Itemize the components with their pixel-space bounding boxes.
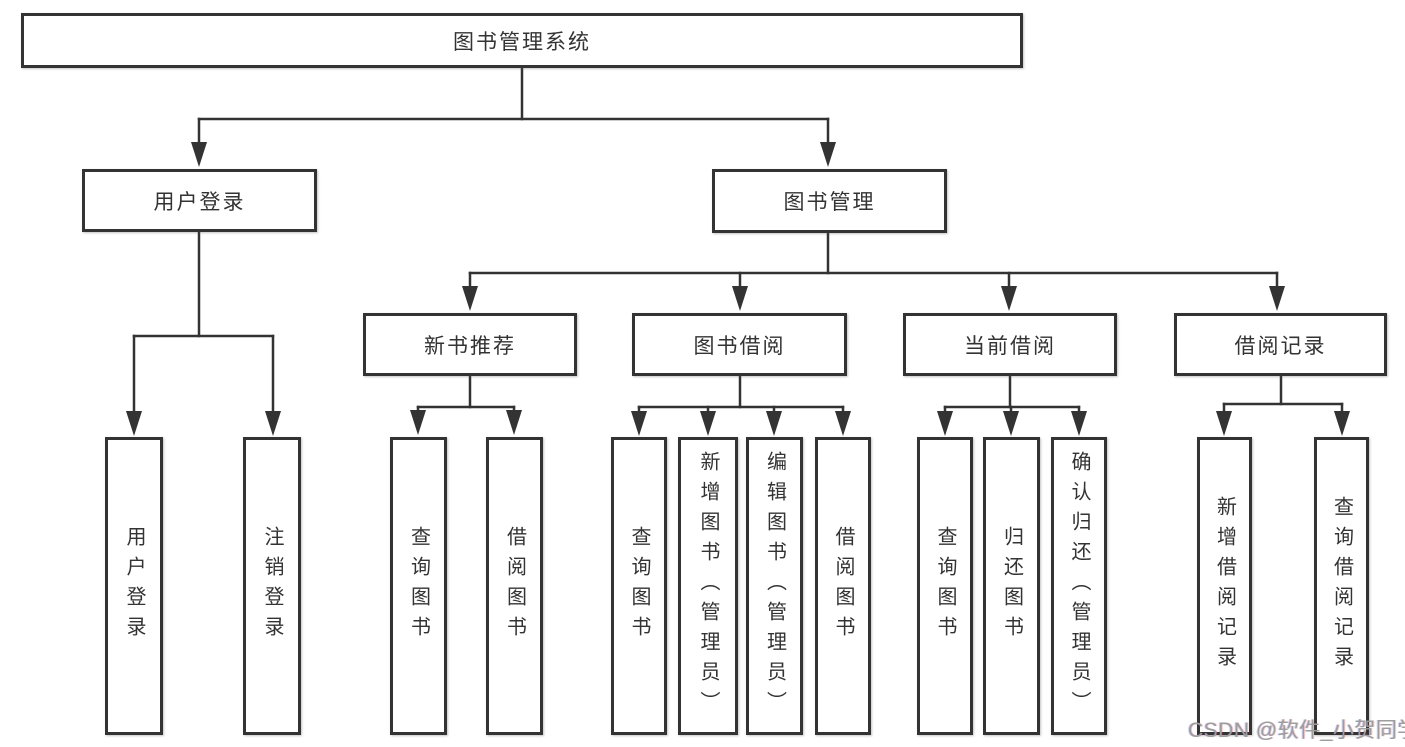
leaf-query-borrow-record-label: 查询借阅记录: [1330, 496, 1353, 676]
leaf-confirm-return-admin-label: 确认归还（管理员）: [1068, 451, 1090, 721]
leaf-query-book-2: 查询图书: [611, 437, 667, 735]
leaf-logout: 注销登录: [243, 437, 301, 735]
arrowhead: [191, 142, 207, 167]
arrowhead: [1216, 411, 1232, 436]
leaf-query-book-3: 查询图书: [917, 437, 973, 735]
leaf-edit-book-admin: 编辑图书（管理员）: [746, 437, 803, 735]
arrowhead: [1003, 411, 1019, 436]
arrowhead: [126, 411, 142, 436]
arrowhead: [700, 411, 716, 436]
arrowhead: [462, 286, 478, 311]
leaf-edit-book-admin-label: 编辑图书（管理员）: [763, 451, 786, 721]
node-new-book-rec: 新书推荐: [363, 313, 577, 376]
leaf-borrow-book-2: 借阅图书: [815, 437, 871, 735]
leaf-add-book-admin-label: 新增图书（管理员）: [697, 451, 719, 721]
node-user-login: 用户登录: [82, 169, 317, 232]
leaf-logout-label: 注销登录: [261, 526, 283, 646]
leaf-return-book-label: 归还图书: [1000, 526, 1023, 646]
leaf-borrow-book-2-label: 借阅图书: [832, 526, 854, 646]
arrowhead: [265, 411, 281, 436]
leaf-add-borrow-record: 新增借阅记录: [1197, 437, 1252, 735]
leaf-user-login-label: 用户登录: [123, 526, 145, 646]
leaf-add-borrow-record-label: 新增借阅记录: [1213, 496, 1236, 676]
leaf-query-borrow-record: 查询借阅记录: [1314, 437, 1369, 735]
node-root: 图书管理系统: [21, 13, 1023, 68]
arrowhead: [835, 411, 851, 436]
leaf-user-login: 用户登录: [105, 437, 163, 735]
arrowhead: [1001, 286, 1017, 311]
leaf-borrow-book-1: 借阅图书: [486, 437, 543, 735]
leaf-query-book-1: 查询图书: [390, 437, 447, 735]
leaf-query-book-3-label: 查询图书: [934, 526, 956, 646]
node-current-borrow: 当前借阅: [903, 313, 1117, 376]
node-book-borrow-label: 图书借阅: [693, 334, 786, 358]
leaf-confirm-return-admin: 确认归还（管理员）: [1051, 437, 1107, 735]
leaf-query-book-2-label: 查询图书: [628, 526, 650, 646]
arrowhead: [1334, 411, 1350, 436]
arrowhead: [820, 142, 836, 167]
arrowhead: [1269, 286, 1285, 311]
csdn-watermark: CSDN @软件_小贺同学: [1188, 719, 1405, 742]
arrowhead: [937, 411, 953, 436]
node-current-borrow-label: 当前借阅: [964, 334, 1056, 358]
arrowhead: [732, 286, 748, 311]
arrowhead: [410, 410, 426, 435]
leaf-add-book-admin: 新增图书（管理员）: [678, 437, 738, 735]
node-borrow-records-label: 借阅记录: [1234, 334, 1327, 358]
node-book-mgmt: 图书管理: [712, 169, 947, 233]
arrowhead: [506, 410, 522, 435]
arrowhead: [1071, 411, 1087, 436]
leaf-query-book-1-label: 查询图书: [407, 526, 430, 646]
arrowhead: [631, 411, 647, 436]
node-book-borrow: 图书借阅: [632, 313, 847, 376]
node-root-label: 图书管理系统: [453, 30, 591, 54]
leaf-borrow-book-1-label: 借阅图书: [503, 526, 526, 646]
node-user-login-label: 用户登录: [153, 190, 246, 214]
arrowhead: [766, 411, 782, 436]
node-new-book-rec-label: 新书推荐: [424, 334, 516, 358]
node-book-mgmt-label: 图书管理: [783, 191, 876, 214]
leaf-return-book: 归还图书: [983, 437, 1040, 735]
node-borrow-records: 借阅记录: [1174, 313, 1387, 376]
